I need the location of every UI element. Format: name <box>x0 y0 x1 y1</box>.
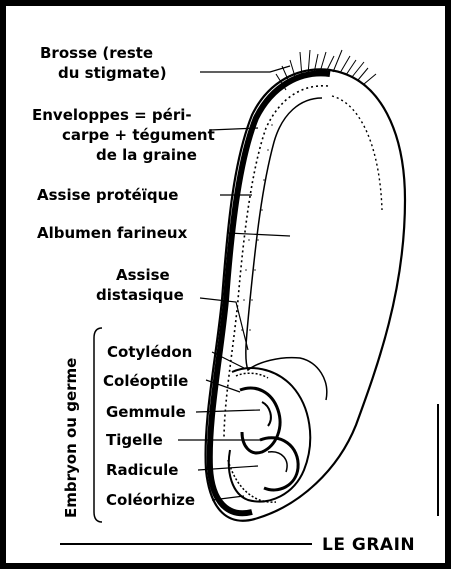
embryon-bracket <box>94 328 102 522</box>
embryo-drawing <box>228 368 310 502</box>
caption-le-grain: LE GRAIN <box>322 535 415 555</box>
label-enveloppes: Enveloppes = péri- carpe + tégument de l… <box>32 106 220 164</box>
label-gemmule: Gemmule <box>106 403 186 421</box>
label-assise-distasique: Assise distasique <box>96 266 184 304</box>
assise-proteique-layer <box>224 86 328 440</box>
albumen-outline <box>246 98 327 400</box>
grain-outer-outline <box>206 69 405 520</box>
assise-proteique-layer-2 <box>332 96 382 210</box>
label-coleorhize: Coléorhize <box>106 491 195 509</box>
label-coleoptile: Coléoptile <box>103 372 188 390</box>
label-cotyledon: Cotylédon <box>107 343 192 361</box>
label-embryon-ou-germe: Embryon ou germe <box>62 358 80 518</box>
label-albumen: Albumen farineux <box>37 224 188 242</box>
leader-albumen <box>228 233 290 236</box>
leader-gemmule <box>196 410 260 412</box>
label-radicule: Radicule <box>106 461 178 479</box>
label-brosse: Brosse (reste du stigmate) <box>40 44 167 82</box>
label-assise-proteique: Assise protéïque <box>37 186 178 204</box>
label-tigelle: Tigelle <box>106 431 163 449</box>
leader-brosse <box>200 66 290 72</box>
